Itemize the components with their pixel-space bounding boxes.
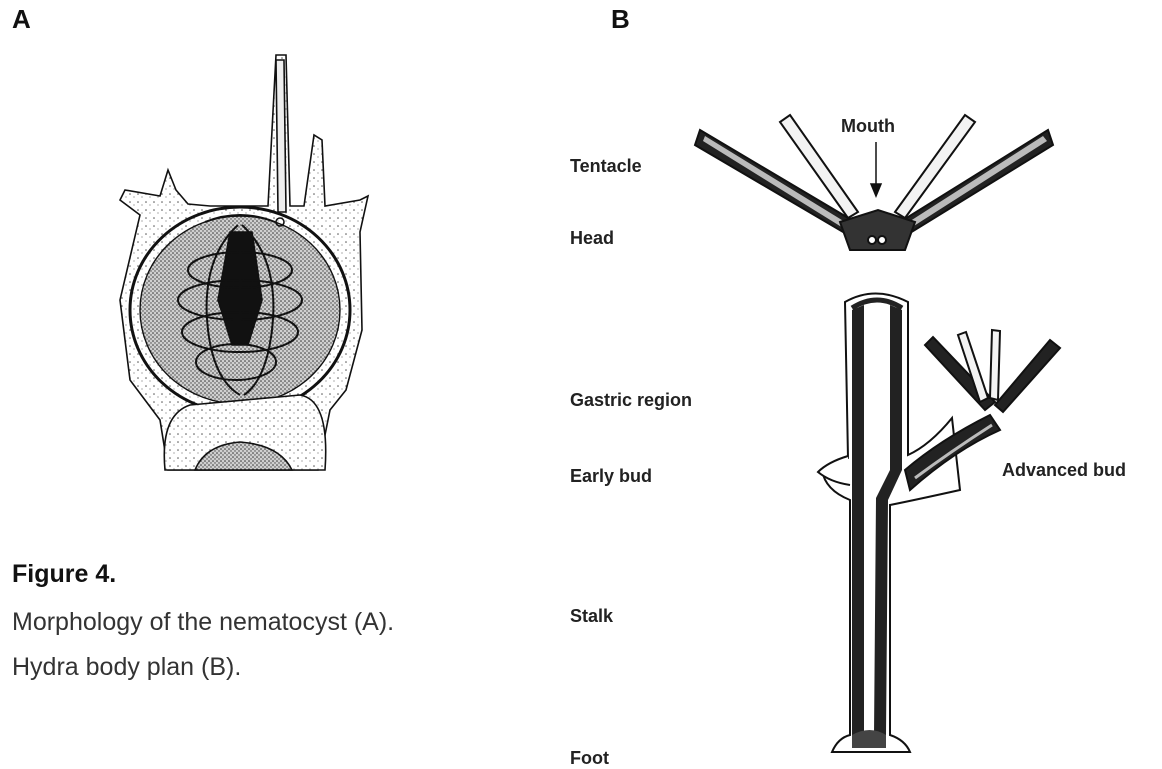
nematocyst-drawing: [120, 55, 368, 470]
label-mouth: Mouth: [841, 116, 895, 137]
label-tentacle: Tentacle: [570, 156, 642, 177]
label-stalk: Stalk: [570, 606, 613, 627]
mouth-arrow: [871, 142, 881, 196]
label-head: Head: [570, 228, 614, 249]
label-gastric-region: Gastric region: [570, 390, 692, 411]
label-early-bud: Early bud: [570, 466, 652, 487]
label-advanced-bud: Advanced bud: [1002, 460, 1126, 481]
figure-caption-line-b: Hydra body plan (B).: [12, 653, 241, 682]
cnidocil: [276, 60, 286, 212]
hydra-body-column: [822, 294, 960, 753]
figure-caption-title: Figure 4.: [12, 560, 116, 589]
label-foot: Foot: [570, 748, 609, 769]
early-bud: [818, 456, 850, 485]
figure-caption-line-a: Morphology of the nematocyst (A).: [12, 608, 394, 637]
